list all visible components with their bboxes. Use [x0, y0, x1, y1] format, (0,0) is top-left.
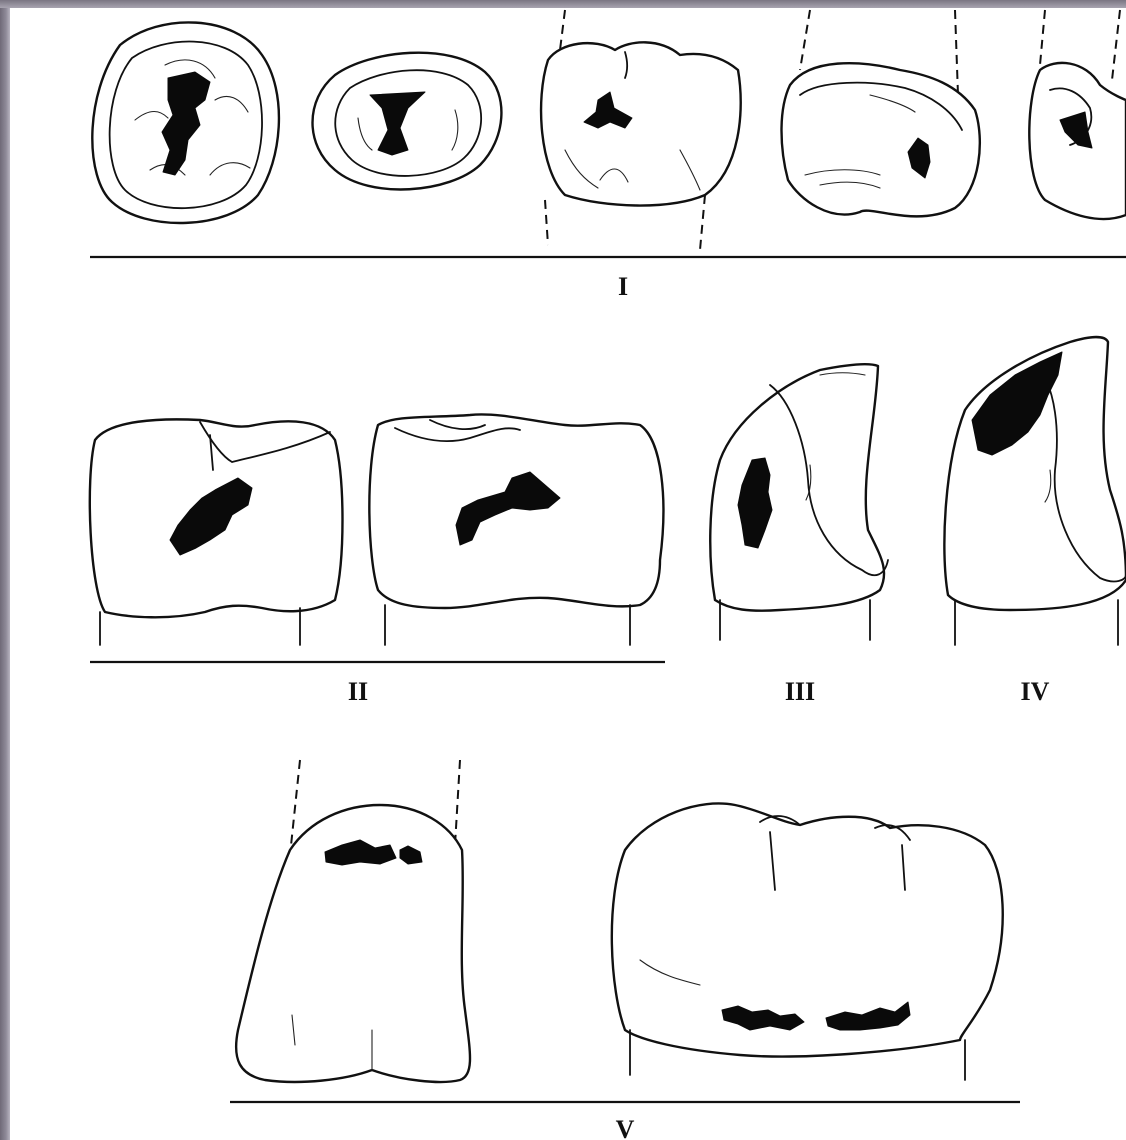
group-V-drawings: V: [230, 760, 1020, 1140]
label-I: I: [618, 272, 628, 301]
group-IV-drawings: IV: [944, 337, 1126, 706]
label-V: V: [616, 1115, 635, 1140]
tooth-I-3-buccal: [541, 10, 741, 250]
tooth-V-2-molar: [612, 803, 1003, 1080]
group-I-drawings: I: [90, 10, 1126, 301]
label-II: II: [348, 677, 368, 706]
tooth-III-incisor: [710, 364, 888, 640]
group-II-drawings: II: [90, 414, 665, 706]
tooth-II-1-proximal: [90, 419, 343, 645]
tooth-I-4-lingual: [782, 10, 980, 216]
tooth-V-1-canine: [236, 760, 470, 1082]
group-III-drawings: III: [710, 364, 888, 706]
tooth-I-2-occlusal: [313, 53, 502, 190]
label-IV: IV: [1021, 677, 1050, 706]
tooth-IV-incisor: [944, 337, 1126, 645]
label-III: III: [785, 677, 815, 706]
tooth-II-2-proximal: [369, 414, 663, 645]
tooth-I-5-lingual: [1029, 10, 1126, 219]
tooth-I-1-occlusal: [92, 22, 279, 223]
